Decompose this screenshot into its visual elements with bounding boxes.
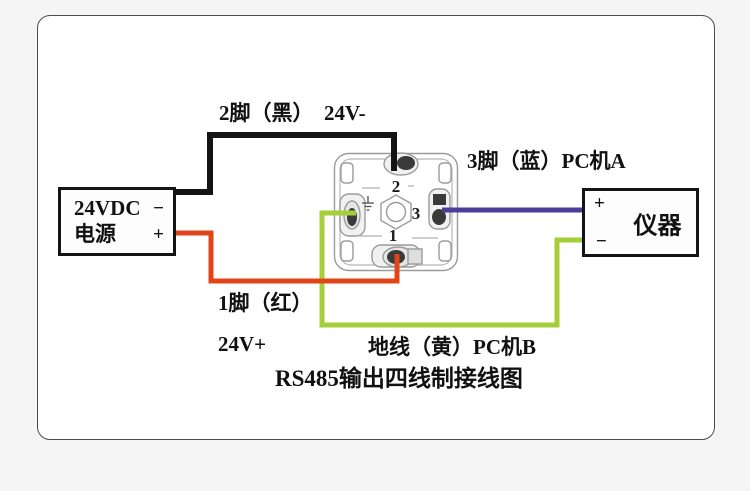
connector-tab-top-left	[340, 162, 354, 184]
label-pin1-red: 1脚（红）	[218, 291, 313, 315]
wire-pin2-black	[174, 132, 397, 195]
connector-pin3-number: 3	[412, 204, 421, 223]
instrument-box: + − 仪器	[582, 188, 699, 257]
connector-pin2-screw	[397, 156, 415, 170]
connector-tab-top-right	[438, 162, 452, 184]
label-pin2-black-24v-minus: 2脚（黑） 24V-	[219, 101, 366, 125]
power-supply-row-2: 电源 +	[74, 224, 164, 245]
m12-connector-drawing: 2 3 1	[333, 152, 459, 272]
label-ground-yellow-pcb: 地线（黄）PC机B	[368, 335, 536, 359]
power-supply-row-1: 24VDC −	[74, 195, 164, 220]
connector-tab-bottom-left	[340, 240, 354, 262]
connector-pin2-number: 2	[392, 177, 401, 196]
connector-pin1-number: 1	[389, 226, 398, 245]
instrument-negative-terminal: −	[596, 231, 607, 252]
diagram-title: RS485输出四线制接线图	[275, 366, 523, 391]
wire-ground-yellow-green	[319, 210, 584, 328]
power-supply-negative-terminal: −	[153, 197, 164, 219]
power-supply-label: 电源	[74, 222, 116, 247]
instrument-label: 仪器	[633, 213, 682, 239]
power-supply-voltage: 24VDC	[74, 195, 141, 220]
connector-pin1-crimp	[407, 248, 423, 265]
instrument-positive-terminal: +	[594, 193, 605, 214]
power-supply-box: 24VDC − 电源 +	[58, 187, 176, 256]
label-pin3-blue-pca: 3脚（蓝）PC机A	[467, 149, 626, 173]
connector-center-circle	[385, 201, 407, 223]
label-24v-plus: 24V+	[218, 332, 267, 356]
connector-pin3-screw	[432, 209, 446, 225]
wire-pin1-red	[175, 230, 400, 284]
power-supply-positive-terminal: +	[153, 224, 164, 246]
connector-tab-bottom-right	[438, 240, 452, 262]
connector-divider-lines	[360, 185, 438, 239]
connector-pin3-crimp	[433, 194, 446, 205]
ground-symbol-icon	[362, 196, 374, 211]
